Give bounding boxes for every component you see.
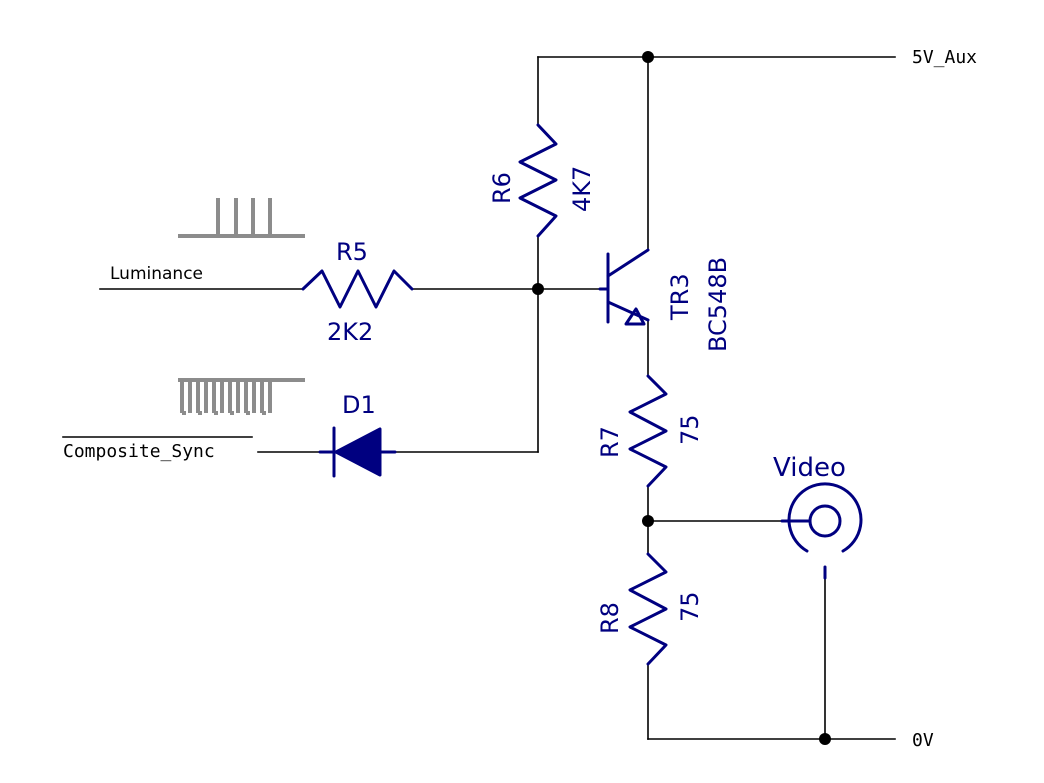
r5-ref-label: R5 xyxy=(336,238,368,266)
resistor-r6 xyxy=(518,123,558,238)
transistor-tr3 xyxy=(598,248,650,326)
net-label-luminance: Luminance xyxy=(110,264,203,284)
video-label: Video xyxy=(773,453,846,483)
luminance-waveform xyxy=(178,198,305,238)
tr3-collector xyxy=(606,248,650,278)
net-label-composite-sync: Composite_Sync xyxy=(63,441,215,462)
tr3-ref-label: TR3 xyxy=(666,273,694,321)
r7-value-label: 75 xyxy=(676,414,704,445)
r6-ref-label: R6 xyxy=(488,172,516,204)
r6-value-label: 4K7 xyxy=(568,166,596,212)
r8-value-label: 75 xyxy=(676,591,704,622)
diode-d1 xyxy=(318,426,397,478)
video-connector xyxy=(780,482,863,580)
junction-output xyxy=(642,515,654,527)
r8-ref-label: R8 xyxy=(596,602,624,634)
junctions xyxy=(532,51,831,745)
junction-supply xyxy=(642,51,654,63)
resistor-r7 xyxy=(628,374,668,488)
r7-ref-label: R7 xyxy=(596,426,624,458)
wires xyxy=(99,56,896,740)
tr3-emitter-arrow xyxy=(624,307,646,326)
net-label-supply: 5V_Aux xyxy=(912,47,977,68)
net-label-ground: 0V xyxy=(912,730,934,751)
resistor-r5 xyxy=(301,269,414,309)
junction-ground xyxy=(819,733,831,745)
resistor-r8 xyxy=(628,552,668,666)
d1-ref-label: D1 xyxy=(342,391,376,419)
tr3-value-label: BC548B xyxy=(704,257,732,352)
junction-base xyxy=(532,283,544,295)
r5-value-label: 2K2 xyxy=(327,318,373,346)
sync-waveform xyxy=(178,378,305,415)
